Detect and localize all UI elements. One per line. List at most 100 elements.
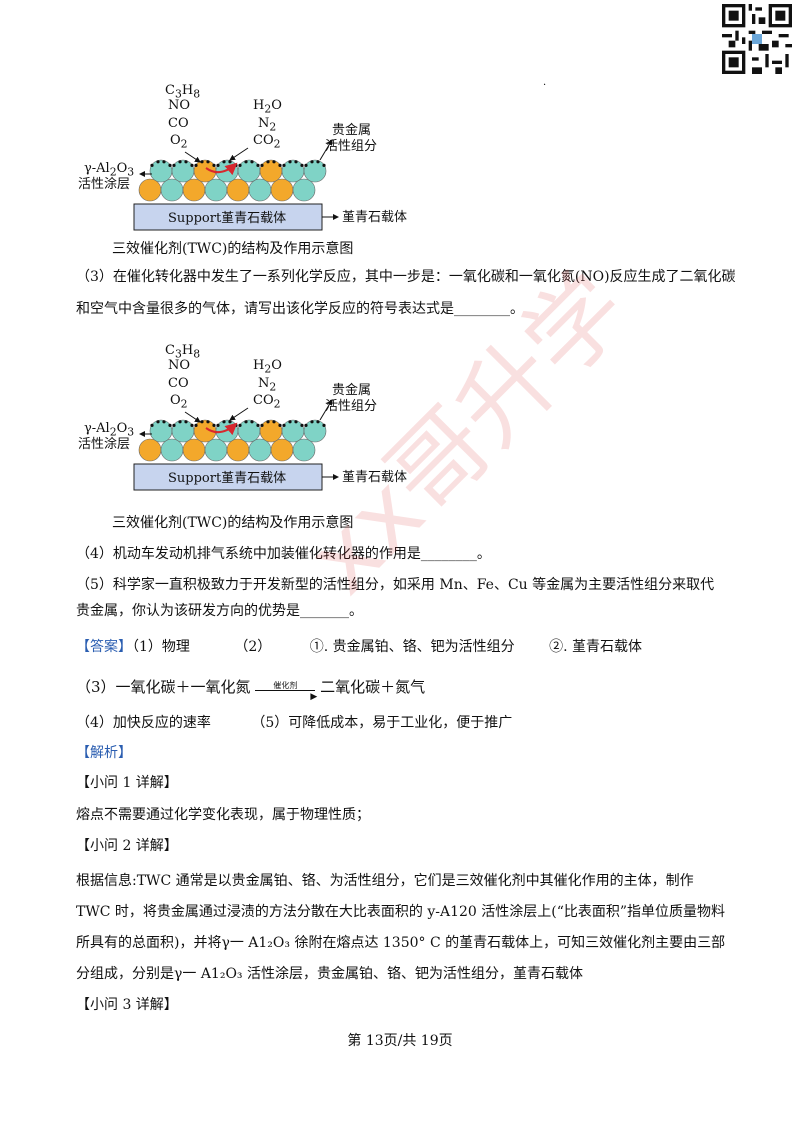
metal-dot — [222, 160, 226, 164]
active-component-label: 活性组分 — [325, 399, 378, 414]
answer-1: （1）物理 — [132, 639, 190, 655]
coating-ball — [303, 419, 327, 443]
metal-dot — [250, 420, 254, 424]
metal-dot — [300, 163, 304, 167]
metal-dot — [256, 423, 260, 427]
metal-dot — [316, 160, 320, 164]
metal-dot — [156, 160, 160, 164]
equation-products: 二氧化碳＋氮气 — [320, 678, 426, 696]
metal-dot — [228, 160, 232, 164]
coating-ball — [160, 438, 184, 462]
analysis-tag: 【解析】 — [76, 745, 132, 761]
section-1-text: 熔点不需要通过化学变化表现，属于物理性质； — [76, 807, 370, 823]
metal-dot — [244, 420, 248, 424]
section-2-title: 【小问 2 详解】 — [76, 838, 178, 854]
coating-ball — [270, 438, 294, 462]
metal-dot — [206, 420, 210, 424]
metal-dot — [282, 423, 286, 427]
gas-out-arrow — [229, 407, 249, 421]
gas-in-c3h8: C3H8 — [165, 83, 201, 101]
metal-dot — [194, 423, 198, 427]
metal-dot — [184, 160, 188, 164]
gas-in-no: NO — [168, 358, 191, 373]
metal-dot — [156, 420, 160, 424]
page-footer: 第 13页/共 19页 — [347, 1033, 453, 1049]
section-3-title: 【小问 3 详解】 — [76, 997, 178, 1013]
noble-metal-label: 贵金属 — [332, 123, 372, 138]
metal-dot — [178, 160, 182, 164]
metal-dot — [222, 420, 226, 424]
diagram-caption-2: 三效催化剂(TWC)的结构及作用示意图 — [112, 515, 354, 531]
metal-dot — [212, 423, 216, 427]
gas-out-arrow — [229, 147, 249, 161]
gas-in-c3h8: C3H8 — [165, 343, 201, 361]
gas-out-h2o: H2O — [253, 358, 282, 376]
metal-dot — [178, 420, 182, 424]
metal-dot — [172, 423, 176, 427]
answer-2-part-1: ①. 贵金属铂、铬、钯为活性组分 — [309, 639, 515, 655]
answer-2-part-2: ②. 堇青石载体 — [549, 639, 643, 655]
metal-pointer-arrow — [319, 399, 333, 421]
coating-ball — [149, 159, 173, 183]
metal-pointer-arrow — [319, 139, 333, 161]
coating-ball — [171, 419, 195, 443]
metal-dot — [322, 163, 326, 167]
metal-dot — [206, 160, 210, 164]
metal-dot — [244, 160, 248, 164]
support-label: 堇青石载体 — [342, 470, 408, 485]
coating-ball — [182, 178, 206, 202]
support-box-label: Support堇青石载体 — [168, 471, 287, 486]
coating-ball — [204, 178, 228, 202]
metal-dot — [216, 163, 220, 167]
metal-dot — [238, 423, 242, 427]
metal-dot — [168, 163, 172, 167]
answer-5: （5）可降低成本，易于工业化，便于推广 — [251, 715, 513, 731]
metal-dot — [190, 423, 194, 427]
reaction-condition: 催化剂 — [273, 681, 298, 690]
answer-3-equation: （3）一氧化碳＋一氧化氮 催化剂 ▶ 二氧化碳＋氮气 — [76, 676, 426, 702]
reaction-arrow: 催化剂 ▶ — [255, 681, 317, 702]
gas-in-no: NO — [168, 98, 191, 113]
coating-ball — [226, 178, 250, 202]
catalyst-diagram-1: C3H8 NO CO O2 H2O N2 CO2 贵金属 活性组分 γ-Al2O… — [70, 82, 450, 242]
coating-ball — [237, 419, 261, 443]
metal-dot — [310, 160, 314, 164]
metal-dot — [282, 163, 286, 167]
coating-label: γ-Al2O3 — [84, 161, 135, 179]
section-2-text: 根据信息:TWC 通常是以贵金属铂、铬、为活性组分，它们是三效催化剂中其催化作用… — [76, 873, 726, 982]
metal-dot — [162, 160, 166, 164]
metal-dot — [190, 163, 194, 167]
metal-dot — [304, 163, 308, 167]
metal-dot — [300, 423, 304, 427]
answer-line-4-5: （4）加快反应的速率 （5）可降低成本，易于工业化，便于推广 — [76, 712, 512, 734]
gas-in-co: CO — [168, 116, 189, 131]
metal-dot — [294, 160, 298, 164]
metal-dot — [288, 160, 292, 164]
coating-ball — [204, 438, 228, 462]
metal-dot — [162, 420, 166, 424]
answer-line-1: 【答案】（1）物理 （2） ①. 贵金属铂、铬、钯为活性组分 ②. 堇青石载体 — [76, 636, 642, 658]
metal-dot — [316, 420, 320, 424]
coating-ball — [281, 419, 305, 443]
reaction-arrow-red — [205, 422, 238, 436]
coating-ball — [281, 159, 305, 183]
diagram-caption-1: 三效催化剂(TWC)的结构及作用示意图 — [112, 241, 354, 257]
metal-dot — [304, 423, 308, 427]
support-box-label: Support堇青石载体 — [168, 211, 287, 226]
coating-ball — [292, 178, 316, 202]
active-coating-label: 活性涂层 — [78, 437, 131, 452]
coating-ball — [149, 419, 173, 443]
metal-dot — [260, 163, 264, 167]
metal-dot — [200, 160, 204, 164]
answer-4: （4）加快反应的速率 — [76, 715, 211, 731]
coating-ball — [138, 438, 162, 462]
metal-dot — [278, 163, 282, 167]
section-1-title: 【小问 1 详解】 — [76, 775, 178, 791]
catalyst-diagram-2: C3H8 NO CO O2 H2O N2 CO2 贵金属 活性组分 γ-Al2O… — [70, 342, 450, 502]
coating-ball — [259, 419, 283, 443]
gas-out-n2: N2 — [258, 376, 277, 394]
gas-out-h2o: H2O — [253, 98, 282, 116]
coating-ball — [248, 178, 272, 202]
coating-label: γ-Al2O3 — [84, 421, 135, 439]
metal-dot — [278, 423, 282, 427]
